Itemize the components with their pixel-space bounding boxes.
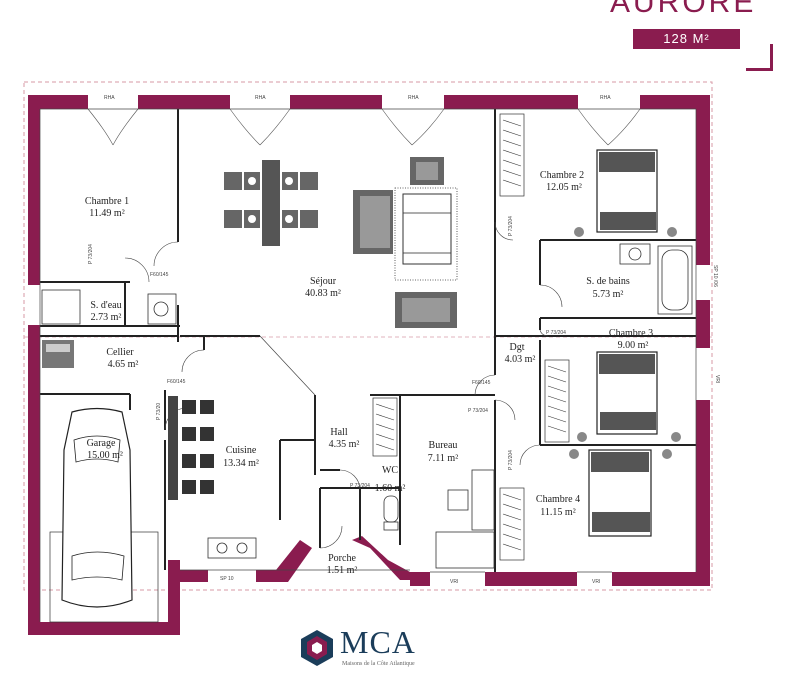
chambre4-name: Chambre 4 bbox=[536, 494, 580, 505]
vri-label-1: VRI bbox=[450, 579, 458, 585]
sdb-name: S. de bains bbox=[586, 276, 630, 287]
hall-name: Hall bbox=[330, 427, 347, 438]
rha-labels: RHA RHA RHA RHA bbox=[104, 95, 611, 101]
wc-name: WC bbox=[382, 465, 398, 476]
bureau-area: 7.11 m² bbox=[428, 453, 458, 464]
house-title: AURORE bbox=[610, 0, 757, 19]
f60145-label-2: F60/145 bbox=[167, 379, 186, 385]
garage-area: 15.00 m² bbox=[87, 450, 123, 461]
mca-logo: MCA Maisons de la Côte Atlantique bbox=[298, 624, 478, 672]
chambre3-name: Chambre 3 bbox=[609, 328, 653, 339]
vri-label-2: VRI bbox=[592, 579, 600, 585]
windows-top bbox=[87, 108, 641, 146]
dgt-area: 4.03 m² bbox=[505, 354, 536, 365]
plot-boundary bbox=[23, 81, 713, 591]
sp10-06-label: SP 10 /06 bbox=[712, 265, 718, 287]
kitchen-counter bbox=[168, 396, 214, 500]
p73204-label-2: P 73/204 bbox=[468, 408, 488, 414]
dining-table bbox=[224, 160, 318, 246]
chambre4-area: 11.15 m² bbox=[540, 507, 575, 518]
outline-walls bbox=[39, 108, 697, 622]
bed-chambre2 bbox=[574, 149, 677, 237]
p73204-label-6: P 73/204 bbox=[508, 450, 514, 470]
chambre1-area: 11.49 m² bbox=[89, 208, 124, 219]
chambre3-area: 9.00 m² bbox=[618, 340, 649, 351]
vri-label-3: VRI bbox=[714, 375, 720, 383]
sdeau-name: S. d'eau bbox=[90, 300, 121, 311]
closets bbox=[372, 113, 570, 561]
mca-logo-icon bbox=[301, 630, 333, 666]
room-labels: Chambre 1 11.49 m² Séjour 40.83 m² Chamb… bbox=[85, 170, 653, 576]
chambre1-name: Chambre 1 bbox=[85, 196, 129, 207]
bed-chambre4 bbox=[569, 449, 672, 537]
cellier-area: 4.65 m² bbox=[108, 359, 139, 370]
f60145-label: F60/145 bbox=[150, 272, 169, 278]
desk bbox=[435, 469, 495, 569]
annotations: F60/145 F60/145 F60/145 P 73/204 P 73/20… bbox=[88, 216, 720, 585]
area-badge: 128 M² bbox=[633, 29, 740, 49]
p73204-label-1: P 73/204 bbox=[546, 330, 566, 336]
bureau-name: Bureau bbox=[429, 440, 458, 451]
rha-label-4: RHA bbox=[600, 95, 611, 101]
rha-label-1: RHA bbox=[104, 95, 115, 101]
chambre2-area: 12.05 m² bbox=[546, 182, 582, 193]
sejour-name: Séjour bbox=[310, 276, 337, 287]
logo-tagline: Maisons de la Côte Atlantique bbox=[342, 661, 415, 667]
sdb-area: 5.73 m² bbox=[593, 289, 624, 300]
garage-name: Garage bbox=[87, 438, 116, 449]
cellier-name: Cellier bbox=[106, 347, 134, 358]
closet-hatching bbox=[375, 119, 567, 551]
f60145-label-3: F60/145 bbox=[472, 380, 491, 386]
p7320-label: P 73/20 bbox=[156, 403, 162, 420]
door-arcs bbox=[124, 221, 563, 549]
sdeau-area: 2.73 m² bbox=[91, 312, 122, 323]
rha-label-2: RHA bbox=[255, 95, 266, 101]
rha-label-3: RHA bbox=[408, 95, 419, 101]
p73204-label-4: P 73/204 bbox=[88, 244, 94, 264]
dgt-name: Dgt bbox=[510, 342, 525, 353]
car bbox=[49, 407, 159, 623]
hall-area: 4.35 m² bbox=[329, 439, 360, 450]
bed-chambre3 bbox=[577, 351, 681, 442]
sp10-label: SP 10 bbox=[220, 576, 234, 582]
cellier-shelves bbox=[42, 340, 74, 368]
wc-area: 1.60 m² bbox=[375, 483, 406, 494]
cuisine-area: 13.34 m² bbox=[223, 458, 259, 469]
exterior-walls bbox=[28, 95, 710, 635]
sejour-area: 40.83 m² bbox=[305, 288, 341, 299]
living-furniture bbox=[353, 157, 458, 328]
logo-name: MCA bbox=[340, 624, 416, 660]
p73204-label-5: P 73/204 bbox=[508, 216, 514, 236]
p73204-label-3: P 73/204 bbox=[350, 483, 370, 489]
porche-area: 1.51 m² bbox=[327, 565, 358, 576]
porche-name: Porche bbox=[328, 553, 356, 564]
chambre2-name: Chambre 2 bbox=[540, 170, 584, 181]
bathroom-fixtures bbox=[41, 243, 693, 559]
corner-decoration bbox=[746, 44, 773, 71]
cuisine-name: Cuisine bbox=[226, 445, 257, 456]
